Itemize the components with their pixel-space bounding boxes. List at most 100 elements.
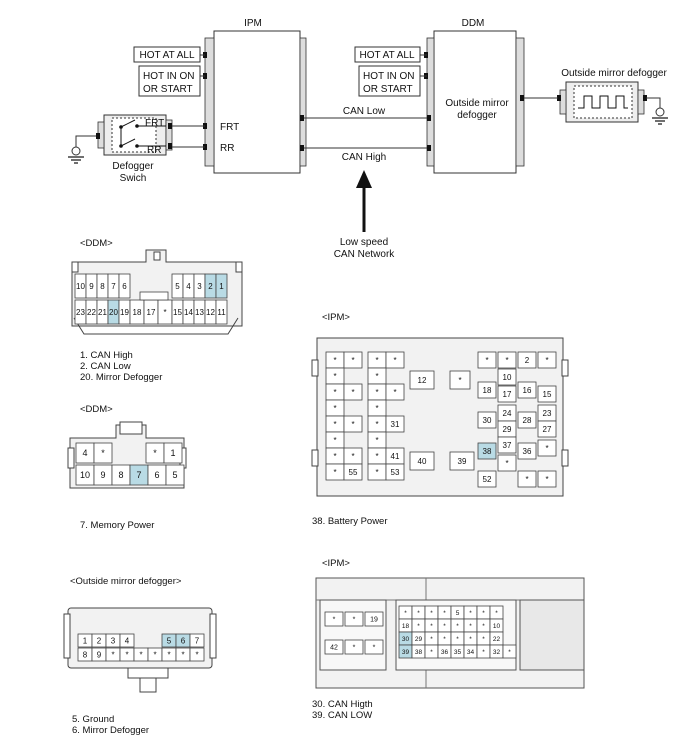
pin-label: 8 bbox=[83, 650, 88, 659]
pin-label: 40 bbox=[418, 457, 427, 466]
pin-label: 30 bbox=[402, 636, 410, 643]
pin-label: 31 bbox=[391, 420, 400, 429]
pin-label: * bbox=[353, 617, 356, 624]
pin-label: * bbox=[469, 636, 472, 643]
pin-cell bbox=[165, 464, 185, 486]
pin-label: * bbox=[351, 356, 354, 365]
pin-label: 29 bbox=[415, 636, 423, 643]
pin-label: 4 bbox=[186, 282, 191, 291]
pin-cell bbox=[215, 299, 228, 325]
pin-label: 12 bbox=[206, 308, 215, 317]
pin-label: * bbox=[333, 436, 336, 445]
pin-label: * bbox=[469, 623, 472, 630]
pin-label: * bbox=[375, 404, 378, 413]
pin-label: * bbox=[181, 650, 184, 659]
pin-label: 16 bbox=[523, 386, 532, 395]
ipm-connector-1-legend: 38. Battery Power bbox=[312, 516, 388, 527]
pin-label: 17 bbox=[147, 308, 156, 317]
pin-cell bbox=[517, 470, 537, 488]
pin-label: * bbox=[373, 645, 376, 652]
pin-label: 21 bbox=[98, 308, 107, 317]
pin-cell bbox=[343, 351, 363, 369]
pin-label: * bbox=[101, 448, 105, 458]
connector-latch bbox=[139, 291, 169, 301]
pin-cell bbox=[163, 442, 183, 464]
ddm-connector-1-legend: 1. CAN High 2. CAN Low 20. Mirror Defogg… bbox=[80, 350, 162, 383]
pin-label: 53 bbox=[391, 468, 400, 477]
pin-cell bbox=[343, 383, 363, 401]
pin-cell bbox=[477, 470, 497, 488]
pin-label: 27 bbox=[543, 425, 552, 434]
pin-label: * bbox=[375, 420, 378, 429]
pin-cell bbox=[324, 611, 344, 627]
pin-label: * bbox=[375, 356, 378, 365]
pin-label: * bbox=[333, 404, 336, 413]
pin-label: 3 bbox=[197, 282, 202, 291]
legend-item: 1. CAN High bbox=[80, 350, 133, 361]
pin-label: 36 bbox=[441, 649, 449, 656]
legend-item: 6. Mirror Defogger bbox=[72, 725, 150, 736]
pin-label: * bbox=[333, 617, 336, 624]
mirror-defogger-element bbox=[557, 81, 647, 123]
pin-label: 9 bbox=[89, 282, 94, 291]
pin-label: * bbox=[333, 356, 336, 365]
pin-label: 8 bbox=[100, 282, 105, 291]
legend-item: 5. Ground bbox=[72, 714, 115, 725]
pin-cell bbox=[324, 639, 344, 655]
pin-cell bbox=[517, 381, 537, 399]
pin-label: 6 bbox=[181, 636, 186, 645]
pin-label: 36 bbox=[523, 447, 532, 456]
pin-cell bbox=[385, 415, 405, 433]
pin-cell bbox=[449, 451, 475, 471]
pin-label: * bbox=[482, 636, 485, 643]
pin-label: 34 bbox=[467, 649, 475, 656]
pin-label: 4 bbox=[125, 636, 130, 645]
ddm-module: DDM Outside mirror defogger bbox=[424, 18, 525, 174]
mirror-connector-title: <Outside mirror defogger> bbox=[70, 576, 182, 587]
pin-label: * bbox=[456, 636, 459, 643]
pin-label: 7 bbox=[136, 470, 141, 480]
pin-label: * bbox=[482, 610, 485, 617]
pin-cell bbox=[385, 351, 405, 369]
legend-item: 30. CAN Higth bbox=[312, 699, 373, 710]
pin-label: 19 bbox=[120, 308, 129, 317]
pin-label: * bbox=[333, 468, 336, 477]
pin-label: 18 bbox=[402, 623, 410, 630]
ground-icon bbox=[68, 135, 96, 164]
pin-cell bbox=[449, 370, 471, 390]
pin-label: 5 bbox=[172, 470, 177, 480]
pin-cell bbox=[364, 639, 384, 655]
pin-cell bbox=[497, 436, 517, 454]
pin-label: 42 bbox=[330, 645, 338, 652]
pin-label: 22 bbox=[493, 636, 501, 643]
pin-label: 13 bbox=[195, 308, 204, 317]
pin-label: 30 bbox=[483, 416, 492, 425]
pin-label: * bbox=[505, 459, 508, 468]
pin-label: * bbox=[167, 650, 170, 659]
pin-label: * bbox=[508, 649, 511, 656]
pin-label: * bbox=[545, 475, 548, 484]
pin-label: * bbox=[195, 650, 198, 659]
pin-label: 19 bbox=[370, 617, 378, 624]
pin-cell bbox=[385, 383, 405, 401]
pin-label: 7 bbox=[195, 636, 200, 645]
legend-item: 7. Memory Power bbox=[80, 520, 155, 531]
pin-cell bbox=[343, 415, 363, 433]
pin-label: 1 bbox=[170, 448, 175, 458]
pin-label: 1 bbox=[219, 282, 224, 291]
ddm-title: DDM bbox=[462, 18, 485, 29]
pin-label: 24 bbox=[503, 409, 512, 418]
pin-cell bbox=[344, 611, 364, 627]
pin-label: * bbox=[485, 356, 488, 365]
pin-cell bbox=[477, 351, 497, 369]
legend-item: 39. CAN LOW bbox=[312, 710, 373, 721]
ipm-module: IPM FRT RR bbox=[203, 18, 307, 174]
pin-cell bbox=[477, 442, 497, 460]
ddm-connector-2-title: <DDM> bbox=[80, 404, 113, 415]
pin-label: 10 bbox=[493, 623, 501, 630]
pin-label: * bbox=[351, 388, 354, 397]
pin-label: 2 bbox=[525, 356, 530, 365]
